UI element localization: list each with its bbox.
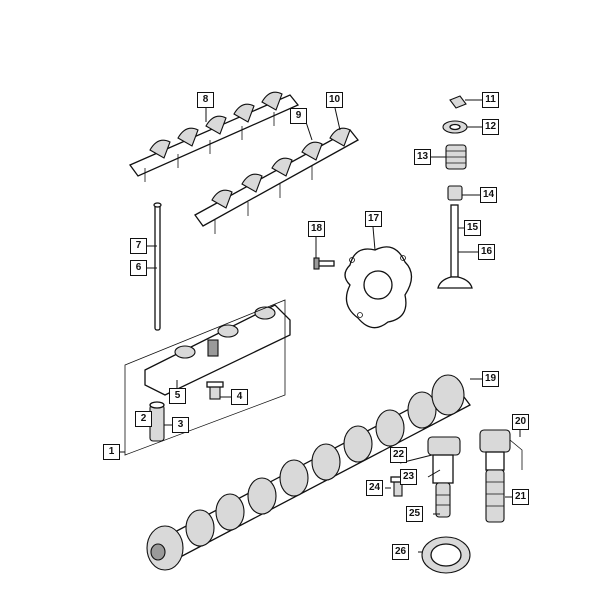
cover-bolt bbox=[313, 257, 335, 270]
callout-10: 10 bbox=[326, 92, 343, 108]
callout-2: 2 bbox=[135, 411, 152, 427]
valve-stem-seal bbox=[447, 185, 463, 201]
callout-23: 23 bbox=[400, 469, 417, 485]
callout-3: 3 bbox=[172, 417, 189, 433]
leader-lines bbox=[120, 99, 521, 553]
rocker-arm-assembly-upper bbox=[128, 91, 300, 182]
callout-21: 21 bbox=[512, 489, 529, 505]
callout-8: 8 bbox=[197, 92, 214, 108]
callout-18: 18 bbox=[308, 221, 325, 237]
valve bbox=[437, 204, 473, 289]
callout-1: 1 bbox=[103, 444, 120, 460]
cover-plate bbox=[344, 246, 413, 329]
callout-14: 14 bbox=[480, 187, 497, 203]
callout-19: 19 bbox=[482, 371, 499, 387]
callout-7: 7 bbox=[130, 238, 147, 254]
callout-12: 12 bbox=[482, 119, 499, 135]
valve-lock bbox=[449, 95, 467, 109]
lifter-guide-bolt bbox=[206, 381, 224, 400]
pushrod bbox=[153, 202, 162, 331]
callout-4: 4 bbox=[231, 389, 248, 405]
rocker-arm-assembly-lower bbox=[194, 127, 359, 234]
camshaft bbox=[146, 374, 471, 571]
callout-26: 26 bbox=[392, 544, 409, 560]
lifter-guide bbox=[144, 304, 291, 396]
camshaft-seal bbox=[421, 536, 471, 574]
assembly-bracket bbox=[124, 299, 286, 456]
callout-22: 22 bbox=[390, 447, 407, 463]
callout-6: 6 bbox=[130, 260, 147, 276]
callout-25: 25 bbox=[406, 506, 423, 522]
callout-24: 24 bbox=[366, 480, 383, 496]
callout-15: 15 bbox=[464, 220, 481, 236]
solenoid-actuator bbox=[427, 436, 461, 518]
callout-9: 9 bbox=[290, 108, 307, 124]
lifter bbox=[149, 401, 165, 442]
callout-11: 11 bbox=[482, 92, 499, 108]
callout-17: 17 bbox=[365, 211, 382, 227]
callout-13: 13 bbox=[414, 149, 431, 165]
callout-20: 20 bbox=[512, 414, 529, 430]
valve-spring bbox=[445, 144, 467, 170]
callout-5: 5 bbox=[169, 388, 186, 404]
oil-control-valve bbox=[479, 429, 523, 523]
callout-16: 16 bbox=[478, 244, 495, 260]
valve-spring-retainer bbox=[442, 120, 468, 134]
